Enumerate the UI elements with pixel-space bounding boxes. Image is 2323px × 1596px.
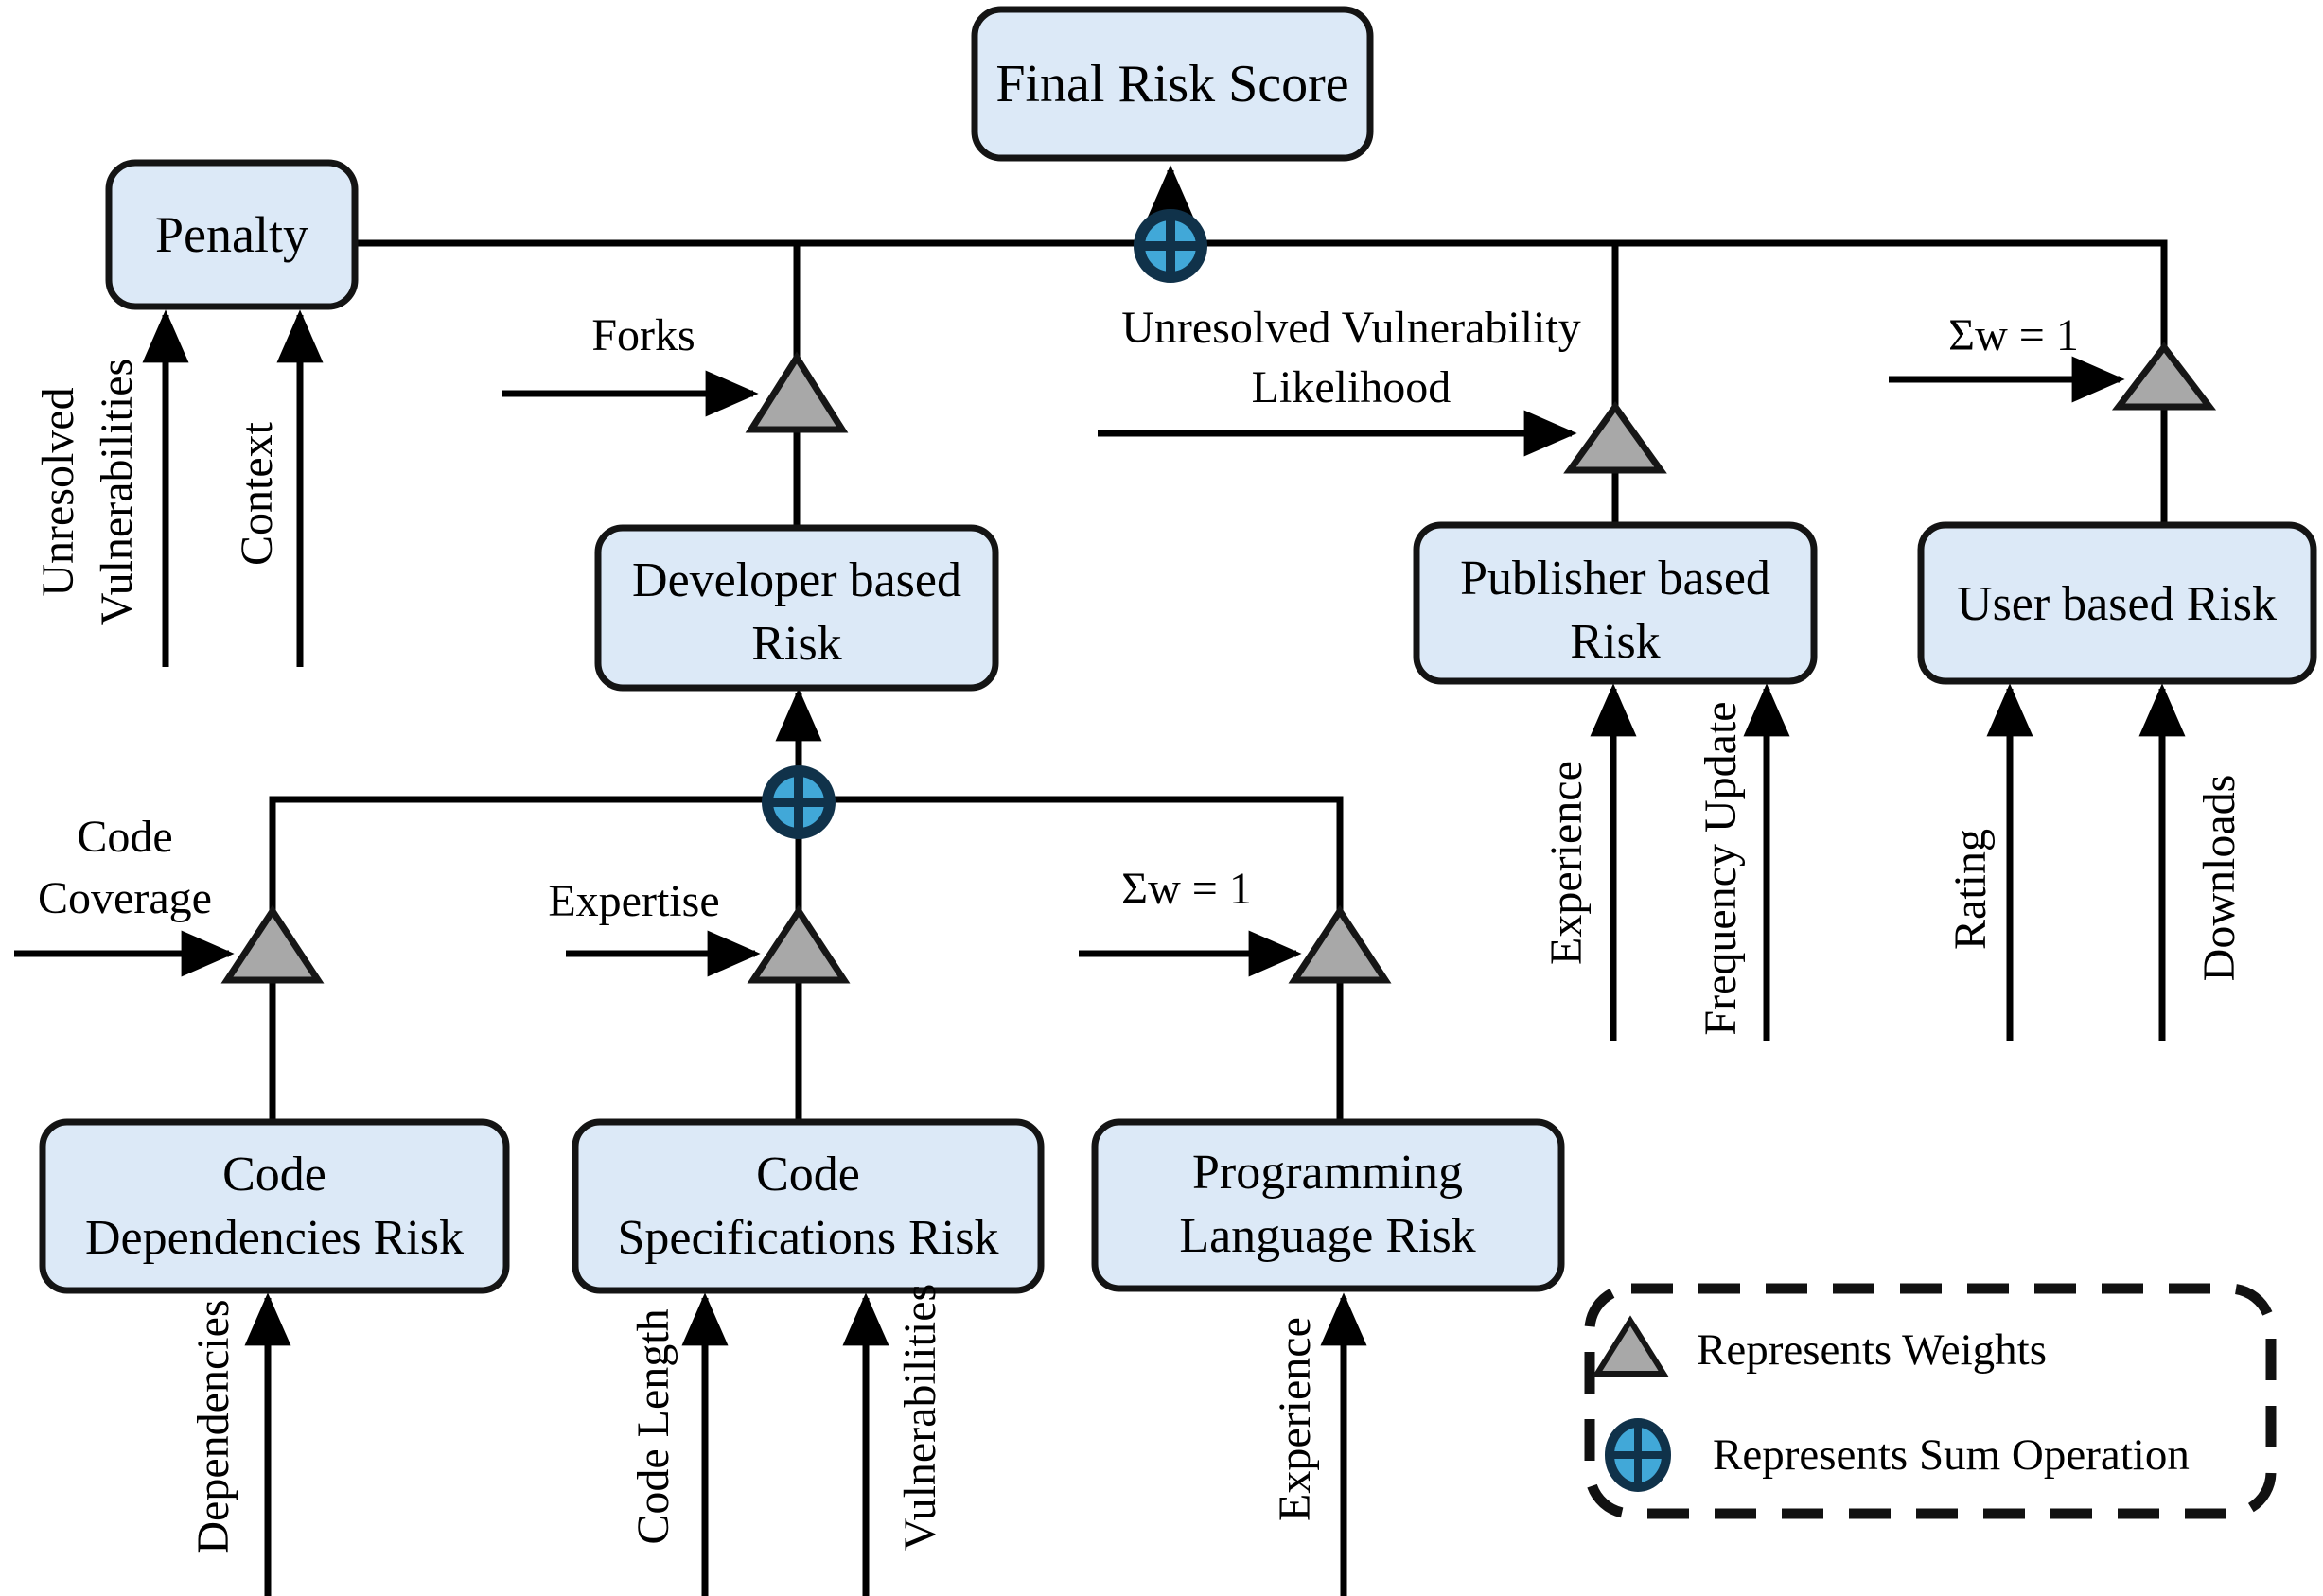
vulnerabilities-input-label: Vulnerabilities <box>895 1284 945 1551</box>
node-code-dependencies-risk <box>39 1118 510 1294</box>
expertise-label: Expertise <box>548 876 719 926</box>
node-code-dependencies-label-line1: Code <box>222 1148 326 1201</box>
node-publisher-based-risk <box>1413 521 1818 685</box>
node-publisher-label-line1: Publisher based <box>1460 552 1770 605</box>
publisher-weight-icon <box>1563 400 1667 474</box>
node-code-dependencies-label-line2: Dependencies Risk <box>85 1211 464 1265</box>
node-code-specifications-risk <box>572 1118 1045 1294</box>
node-developer-based-risk <box>594 524 999 692</box>
frequency-update-input-label: Frequency Update <box>1696 701 1746 1035</box>
legend-border <box>1584 1283 2277 1519</box>
unresolved-vulnerability-likelihood-label-line2: Likelihood <box>1252 362 1452 412</box>
node-developer-label-line2: Risk <box>751 617 841 671</box>
unresolved-input-label-line2: Vulnerabilities <box>92 359 142 625</box>
unresolved-vulnerabilities-input-label: Unresolved Vulnerabilities <box>33 359 142 625</box>
code-coverage-label-line2: Coverage <box>38 873 212 923</box>
forks-weight-icon <box>745 351 849 433</box>
node-final-risk-score <box>971 6 1374 162</box>
legend-sum-cross <box>1611 1425 1664 1485</box>
final-sum-cross <box>1141 217 1200 275</box>
legend-sum-label: Represents Sum Operation <box>1713 1430 2190 1480</box>
node-penalty-label: Penalty <box>155 206 308 263</box>
node-user-based-risk <box>1917 521 2317 685</box>
top-sum-bus-line <box>355 239 2168 351</box>
context-input-label: Context <box>232 421 282 566</box>
node-code-specifications-label-line2: Specifications Risk <box>618 1211 999 1265</box>
user-weight-icon <box>2111 342 2217 411</box>
node-programming-label-line2: Language Risk <box>1179 1209 1475 1263</box>
experience-language-input-label: Experience <box>1270 1317 1320 1521</box>
node-penalty <box>105 159 359 310</box>
node-user-label: User based Risk <box>1957 577 2277 631</box>
node-programming-language-risk <box>1091 1118 1565 1292</box>
unresolved-vulnerability-likelihood-label-line1: Unresolved Vulnerability <box>1121 303 1580 353</box>
expertise-weight-icon <box>747 904 851 984</box>
node-developer-label-line1: Developer based <box>632 553 961 607</box>
language-weight-icon <box>1288 904 1392 984</box>
legend: Represents Weights Represents Sum Operat… <box>1584 1283 2277 1519</box>
unresolved-input-label-line1: Unresolved <box>33 387 83 596</box>
node-final-risk-score-label: Final Risk Score <box>995 55 1348 114</box>
sum-w-language-label: Σw = 1 <box>1121 864 1252 914</box>
code-coverage-label-line1: Code <box>77 812 172 862</box>
node-publisher-label-line2: Risk <box>1570 615 1660 669</box>
experience-publisher-input-label: Experience <box>1541 761 1592 965</box>
sum-w-user-label: Σw = 1 <box>1948 310 2079 360</box>
legend-weights-label: Represents Weights <box>1697 1325 2047 1375</box>
forks-label: Forks <box>591 310 695 360</box>
dependencies-input-label: Dependencies <box>188 1299 238 1553</box>
downloads-input-label: Downloads <box>2194 775 2244 982</box>
node-programming-label-line1: Programming <box>1192 1146 1463 1200</box>
code-length-input-label: Code Length <box>628 1308 678 1544</box>
node-code-specifications-label-line1: Code <box>756 1148 860 1201</box>
code-coverage-weight-icon <box>220 904 325 984</box>
developer-sum-cross <box>769 773 828 832</box>
rating-input-label: Rating <box>1945 829 1996 950</box>
legend-weight-triangle-icon <box>1592 1315 1669 1377</box>
